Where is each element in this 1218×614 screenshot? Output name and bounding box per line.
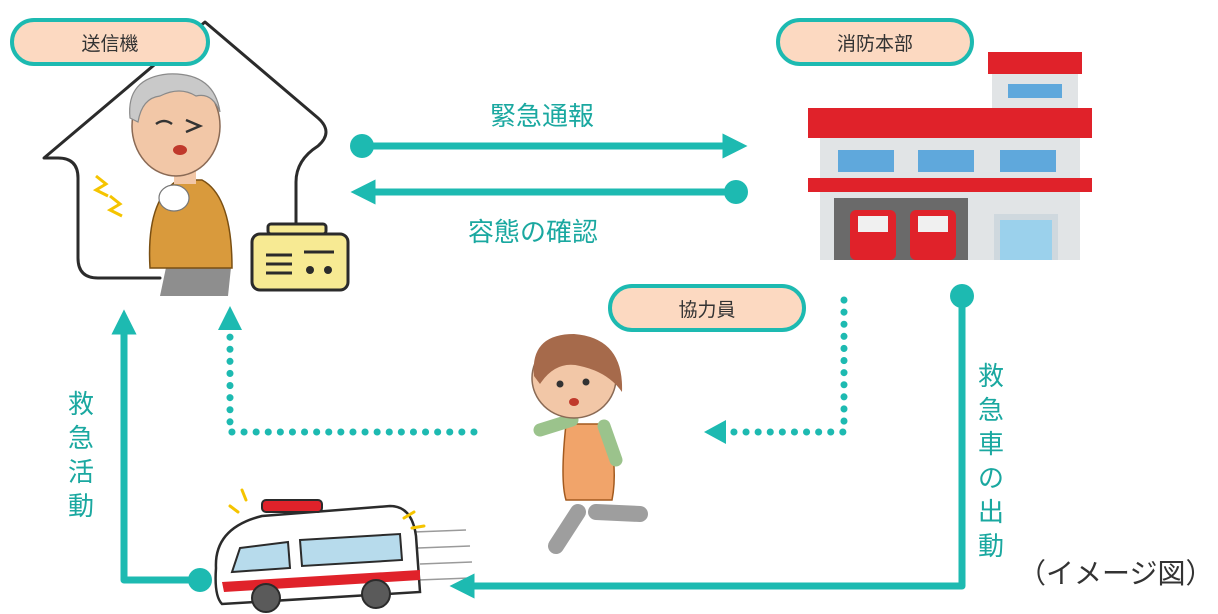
rescue-activity-arrow xyxy=(111,309,212,592)
image-caption: （イメージ図） xyxy=(1018,557,1214,590)
elderly-man-illustration xyxy=(92,73,233,296)
condition-check-label: 容態の確認 xyxy=(468,218,599,248)
ambulance-dispatch-label: 救急車の出動 xyxy=(977,362,1004,562)
ambulance-dispatch-arrow xyxy=(449,284,974,599)
transmitter-device-icon xyxy=(250,222,350,292)
rescue-activity-label: 救急活動 xyxy=(67,390,94,522)
fire-station-building xyxy=(808,52,1092,260)
emergency-call-arrow xyxy=(350,133,748,159)
sender-node-label: 送信機 xyxy=(10,18,210,66)
helper-node-label: 協力員 xyxy=(608,284,806,332)
helper-support-dotted-arrow xyxy=(218,306,478,436)
condition-check-arrow xyxy=(350,179,748,205)
house-outline xyxy=(42,20,328,280)
fire-hq-node-label: 消防本部 xyxy=(776,18,974,66)
helper-call-dotted-arrow xyxy=(704,296,848,444)
helper-woman-illustration xyxy=(531,334,648,554)
emergency-call-label: 緊急通報 xyxy=(490,102,595,132)
ambulance-illustration xyxy=(214,488,473,613)
